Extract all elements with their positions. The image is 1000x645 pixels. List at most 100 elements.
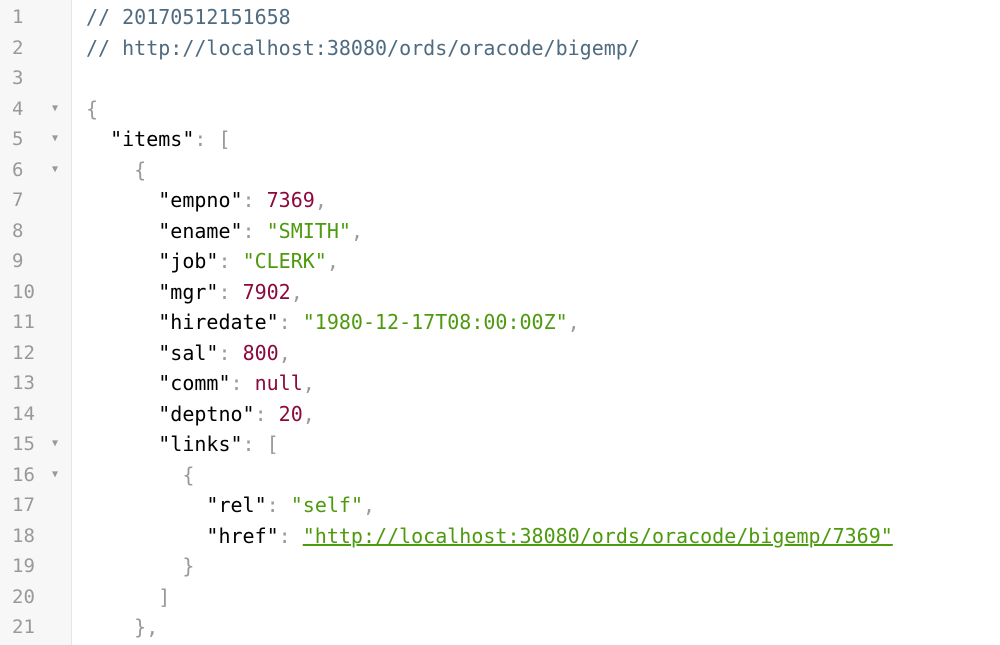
punctuation: : [254, 401, 279, 426]
json-key: "sal" [158, 340, 219, 365]
line-number-row: 13 [0, 368, 71, 399]
indent [86, 432, 158, 456]
line-number: 1 [12, 6, 24, 28]
code-area[interactable]: // 20170512151658 // http://localhost:380… [72, 0, 1000, 645]
line-number: 20 [12, 585, 35, 608]
json-string: "SMITH" [266, 218, 351, 243]
json-number: 7369 [266, 188, 315, 212]
punctuation: ] [158, 584, 171, 609]
code-line: "ename": "SMITH", [86, 216, 1000, 247]
punctuation: , [302, 371, 315, 395]
code-line: } [86, 551, 1000, 582]
line-number: 3 [12, 67, 24, 89]
punctuation: , [302, 401, 315, 426]
indent [86, 524, 206, 548]
punctuation: }, [134, 615, 159, 639]
punctuation: : [ [194, 127, 231, 151]
punctuation: : [218, 279, 243, 304]
indent [86, 463, 182, 487]
code-line: "rel": "self", [86, 490, 1000, 521]
code-line: { [86, 460, 1000, 491]
json-string: "CLERK" [242, 249, 327, 273]
punctuation: : [242, 188, 267, 212]
fold-toggle-icon[interactable]: ▼ [52, 133, 59, 144]
indent [86, 493, 206, 517]
json-key: "hiredate" [158, 310, 279, 334]
punctuation: { [134, 157, 147, 182]
fold-toggle-icon[interactable]: ▼ [52, 102, 59, 114]
line-number-row: 9 [0, 246, 71, 277]
line-number: 14 [12, 402, 35, 425]
punctuation: , [290, 279, 303, 304]
line-number: 2 [12, 36, 24, 59]
json-key: "deptno" [158, 401, 255, 426]
line-number-row: 8 [0, 216, 71, 247]
line-number-row: 20 [0, 582, 71, 613]
json-string: "self" [290, 493, 363, 517]
code-line: // http://localhost:38080/ords/oracode/b… [86, 33, 1000, 64]
indent [86, 341, 158, 365]
code-line: "job": "CLERK", [86, 246, 1000, 277]
fold-toggle-icon[interactable]: ▼ [52, 468, 59, 480]
code-line: }, [86, 612, 1000, 643]
comment-text: // 20170512151658 [86, 5, 291, 29]
line-number-row: 1 [0, 2, 71, 33]
indent [86, 188, 158, 212]
line-number: 18 [12, 524, 35, 547]
json-key: "job" [158, 249, 219, 273]
line-number-row: 10 [0, 277, 71, 308]
indent [86, 280, 158, 304]
fold-toggle-icon[interactable]: ▼ [52, 163, 59, 175]
line-number-row: 4▼ [0, 94, 71, 125]
code-line: "mgr": 7902, [86, 277, 1000, 308]
line-number-row: 15▼ [0, 429, 71, 460]
punctuation: : [ [242, 432, 279, 456]
line-number-row: 17 [0, 490, 71, 521]
indent [86, 371, 158, 395]
line-number: 17 [12, 494, 35, 516]
line-number: 8 [12, 219, 24, 242]
json-key: "mgr" [158, 279, 219, 304]
line-number-row: 2 [0, 33, 71, 64]
json-key: "rel" [206, 493, 267, 517]
indent [86, 219, 158, 243]
code-line: // 20170512151658 [86, 2, 1000, 33]
line-number: 6 [12, 158, 24, 181]
punctuation: : [218, 340, 243, 365]
code-line: "links": [ [86, 429, 1000, 460]
line-number-row: 21 [0, 612, 71, 643]
code-line: "hiredate": "1980-12-17T08:00:00Z", [86, 307, 1000, 338]
json-number: 20 [278, 401, 303, 426]
indent [86, 249, 158, 273]
line-number: 10 [12, 280, 35, 303]
line-number: 7 [12, 189, 24, 211]
code-line: "deptno": 20, [86, 399, 1000, 430]
code-line: { [86, 155, 1000, 186]
fold-toggle-icon[interactable]: ▼ [52, 438, 59, 449]
punctuation: : [230, 371, 255, 395]
indent [86, 615, 134, 639]
punctuation: , [362, 493, 376, 517]
line-number-row: 6▼ [0, 155, 71, 186]
indent [86, 402, 158, 426]
line-number-row: 7 [0, 185, 71, 216]
code-line: "href": "http://localhost:38080/ords/ora… [86, 521, 1000, 552]
indent [86, 310, 158, 334]
line-number-row: 16▼ [0, 460, 71, 491]
punctuation: : [266, 493, 291, 517]
punctuation: : [218, 249, 243, 273]
code-line [86, 63, 1000, 94]
code-line: { [86, 94, 1000, 125]
json-link[interactable]: "http://localhost:38080/ords/oracode/big… [302, 523, 893, 548]
punctuation: { [86, 96, 99, 121]
line-number-row: 3 [0, 63, 71, 94]
indent [86, 554, 182, 578]
line-number: 21 [12, 616, 35, 638]
line-number-row: 14 [0, 399, 71, 430]
punctuation: , [350, 218, 363, 243]
line-number: 4 [12, 97, 24, 120]
punctuation: , [278, 340, 291, 365]
indent [86, 127, 110, 151]
punctuation: , [326, 249, 339, 273]
